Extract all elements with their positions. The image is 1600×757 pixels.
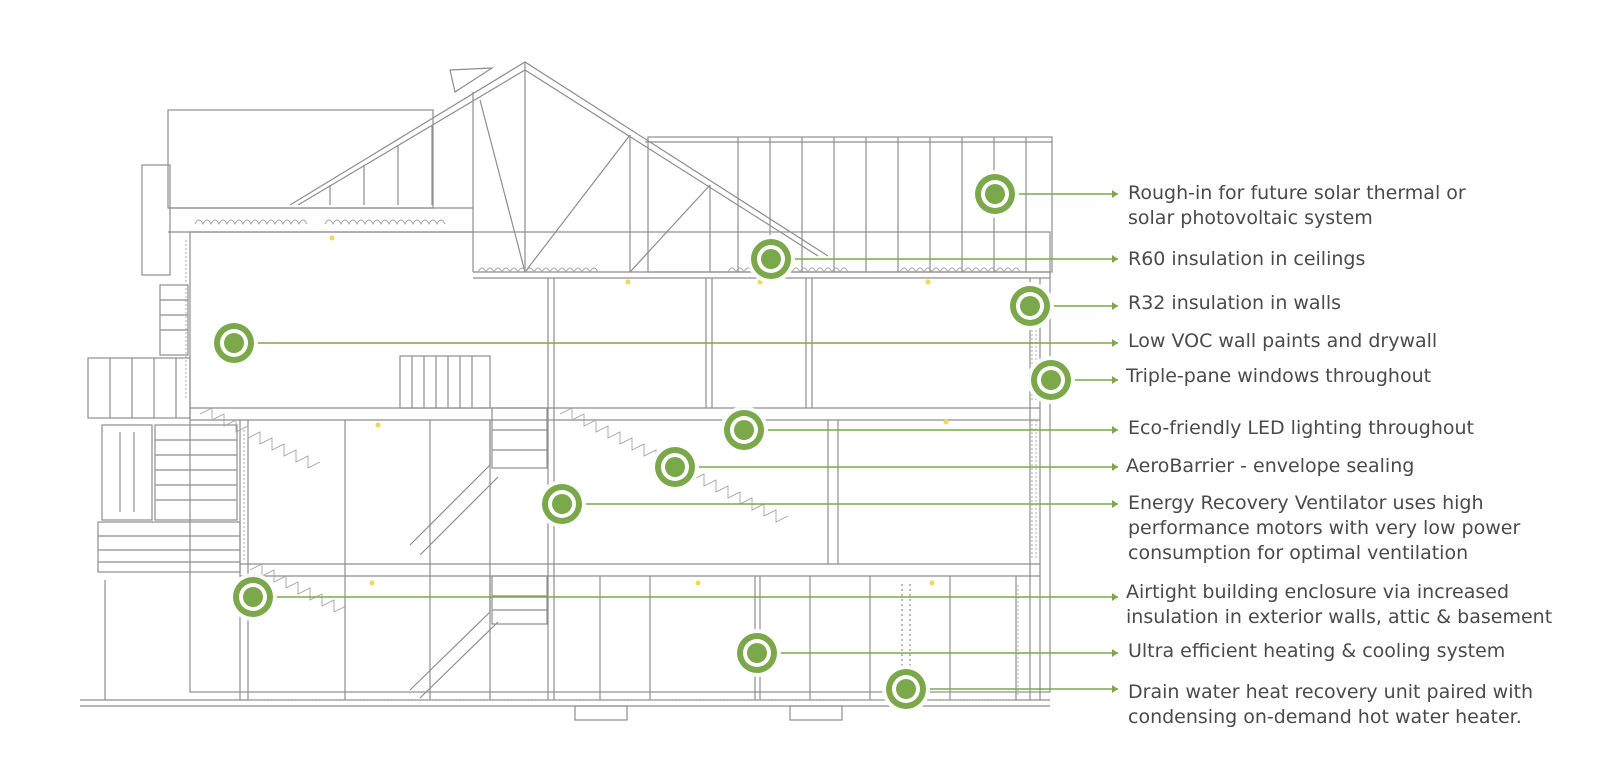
- callout-solar: [971, 170, 1118, 218]
- lower-stairs: [409, 576, 491, 691]
- callout-line: Airtight building enclosure via increase…: [1126, 581, 1510, 603]
- marker-dot-icon: [224, 333, 244, 353]
- leader-arrow-icon: [1112, 649, 1118, 657]
- left-porch-door: [101, 424, 153, 521]
- callout-line: R60 insulation in ceilings: [1128, 248, 1366, 270]
- callout-label-aerobarrier: AeroBarrier - envelope sealing: [1126, 454, 1414, 479]
- marker-dot-icon: [761, 249, 781, 269]
- callout-r32: [1006, 282, 1118, 330]
- callout-led: [720, 406, 1118, 454]
- leader-arrow-icon: [1112, 426, 1118, 434]
- leader-arrow-icon: [1112, 190, 1118, 198]
- marker-dot-icon: [1020, 296, 1040, 316]
- callout-windows: [1027, 356, 1118, 404]
- callout-hvac: [733, 629, 1118, 677]
- callout-drain: [882, 665, 1118, 713]
- callout-label-hvac: Ultra efficient heating & cooling system: [1128, 639, 1505, 664]
- callout-voc: [210, 319, 1118, 367]
- upper-stairs: [409, 420, 491, 546]
- callout-label-solar: Rough-in for future solar thermal or sol…: [1128, 181, 1466, 231]
- main-body: [189, 231, 1051, 693]
- callout-line: Low VOC wall paints and drywall: [1128, 330, 1438, 352]
- callout-line: performance motors with very low power: [1128, 517, 1521, 539]
- left-side-box: [141, 164, 171, 276]
- callout-r60: [747, 235, 1118, 283]
- leader-arrow-icon: [1112, 500, 1118, 508]
- marker-dot-icon: [896, 679, 916, 699]
- marker-dot-icon: [243, 587, 263, 607]
- marker-dot-icon: [747, 643, 767, 663]
- callout-label-drain: Drain water heat recovery unit paired wi…: [1128, 680, 1533, 730]
- callout-line: Drain water heat recovery unit paired wi…: [1128, 681, 1533, 703]
- marker-dot-icon: [665, 457, 685, 477]
- callout-line: Eco-friendly LED lighting throughout: [1128, 417, 1474, 439]
- callout-label-r60: R60 insulation in ceilings: [1128, 247, 1365, 272]
- marker-dot-icon: [1041, 370, 1061, 390]
- callout-label-voc: Low VOC wall paints and drywall: [1128, 329, 1437, 354]
- callout-line: AeroBarrier - envelope sealing: [1126, 455, 1415, 477]
- left-balcony: [87, 357, 191, 419]
- callout-label-led: Eco-friendly LED lighting throughout: [1128, 416, 1474, 441]
- callout-line: Triple-pane windows throughout: [1126, 365, 1432, 387]
- leader-arrow-icon: [1112, 339, 1118, 347]
- callout-label-windows: Triple-pane windows throughout: [1126, 364, 1431, 389]
- callout-label-airtight: Airtight building enclosure via increase…: [1126, 580, 1552, 630]
- marker-dot-icon: [985, 184, 1005, 204]
- callout-line: consumption for optimal ventilation: [1128, 542, 1469, 564]
- railing: [399, 355, 491, 409]
- callout-aerobarrier: [651, 443, 1118, 491]
- light-fixtures: [329, 235, 949, 586]
- insulation-patterns: [185, 219, 1037, 701]
- callout-layer: [210, 170, 1118, 713]
- marker-dot-icon: [734, 420, 754, 440]
- callout-label-erv: Energy Recovery Ventilator uses high per…: [1128, 491, 1520, 566]
- marker-dot-icon: [552, 494, 572, 514]
- callout-label-r32: R32 insulation in walls: [1128, 291, 1341, 316]
- leader-arrow-icon: [1112, 685, 1118, 693]
- leader-arrow-icon: [1112, 255, 1118, 263]
- callout-line: Energy Recovery Ventilator uses high: [1128, 492, 1484, 514]
- roof-vent: [449, 67, 495, 93]
- leader-arrow-icon: [1112, 376, 1118, 384]
- callout-line: Rough-in for future solar thermal or: [1128, 182, 1466, 204]
- callout-airtight: [229, 573, 1118, 621]
- leader-arrow-icon: [1112, 463, 1118, 471]
- leader-arrow-icon: [1112, 593, 1118, 601]
- callout-erv: [538, 480, 1118, 528]
- callout-line: Ultra efficient heating & cooling system: [1128, 640, 1506, 662]
- left-attic-box: [167, 109, 434, 209]
- callout-line: insulation in exterior walls, attic & ba…: [1126, 606, 1553, 628]
- callout-line: R32 insulation in walls: [1128, 292, 1342, 314]
- leader-arrow-icon: [1112, 302, 1118, 310]
- callout-line: solar photovoltaic system: [1128, 207, 1373, 229]
- callout-line: condensing on-demand hot water heater.: [1128, 706, 1522, 728]
